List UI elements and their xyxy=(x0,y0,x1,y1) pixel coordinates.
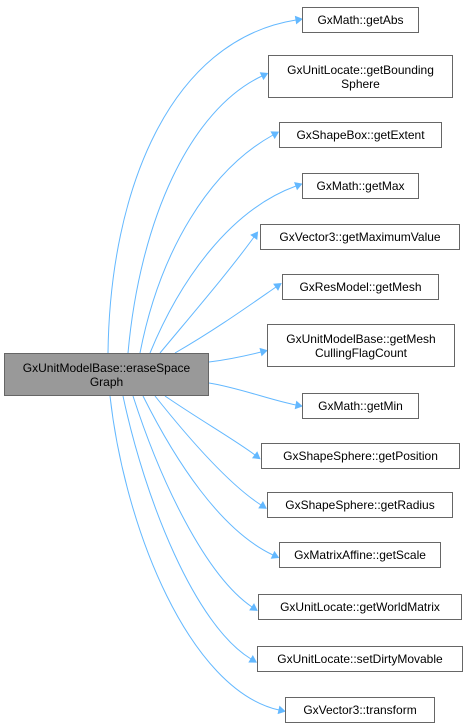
arrowhead-getAbs xyxy=(294,15,303,25)
node-getWorldMatrix[interactable]: GxUnitLocate::getWorldMatrix xyxy=(258,594,462,620)
edge-to-setDirtyMovable xyxy=(122,395,252,660)
node-getMin[interactable]: GxMath::getMin xyxy=(302,393,419,419)
edge-to-transform xyxy=(109,395,280,711)
edge-to-getMeshCullingFlagCount xyxy=(208,351,262,363)
arrowhead-getMesh xyxy=(273,283,282,291)
edge-to-getMaximumValue xyxy=(159,236,255,354)
arrowhead-getMax xyxy=(294,182,303,191)
arrowhead-getExtent xyxy=(270,131,280,140)
edge-to-getScale xyxy=(142,395,274,556)
source-node-eraseSpaceGraph[interactable]: GxUnitModelBase::eraseSpace Graph xyxy=(4,353,209,396)
edge-to-getMesh xyxy=(174,286,277,354)
arrowhead-getBoundingSphere xyxy=(259,72,269,81)
node-getMeshCullingFlagCount[interactable]: GxUnitModelBase::getMesh CullingFlagCoun… xyxy=(267,324,455,367)
node-getBoundingSphere[interactable]: GxUnitLocate::getBounding Sphere xyxy=(268,55,453,98)
node-getPosition[interactable]: GxShapeSphere::getPosition xyxy=(261,443,460,469)
edge-to-getPosition xyxy=(164,395,256,456)
arrowhead-getMaximumValue xyxy=(250,231,259,240)
node-getMesh[interactable]: GxResModel::getMesh xyxy=(282,274,439,300)
edge-to-getMax xyxy=(149,185,297,354)
arrowhead-transform xyxy=(277,705,286,715)
edge-to-getAbs xyxy=(107,19,297,354)
arrowhead-getPosition xyxy=(251,451,261,460)
arrowhead-getRadius xyxy=(258,501,267,509)
node-transform[interactable]: GxVector3::transform xyxy=(285,697,435,723)
node-getScale[interactable]: GxMatrixAffine::getScale xyxy=(279,542,441,568)
node-setDirtyMovable[interactable]: GxUnitLocate::setDirtyMovable xyxy=(257,646,463,672)
edge-to-getWorldMatrix xyxy=(132,395,253,608)
node-getRadius[interactable]: GxShapeSphere::getRadius xyxy=(267,492,453,518)
arrowhead-getWorldMatrix xyxy=(249,603,258,611)
arrowhead-setDirtyMovable xyxy=(248,655,257,663)
arrowhead-getScale xyxy=(270,550,280,559)
node-getMax[interactable]: GxMath::getMax xyxy=(302,173,419,199)
node-getAbs[interactable]: GxMath::getAbs xyxy=(302,7,419,33)
edge-to-getExtent xyxy=(139,134,274,354)
node-getMaximumValue[interactable]: GxVector3::getMaximumValue xyxy=(260,224,460,250)
edge-to-getRadius xyxy=(154,395,262,506)
node-getExtent[interactable]: GxShapeBox::getExtent xyxy=(279,122,442,148)
arrowhead-getMin xyxy=(294,400,303,410)
edge-to-getBoundingSphere xyxy=(127,75,263,354)
arrowhead-getMeshCullingFlagCount xyxy=(259,347,268,357)
edge-to-getMin xyxy=(208,382,297,406)
